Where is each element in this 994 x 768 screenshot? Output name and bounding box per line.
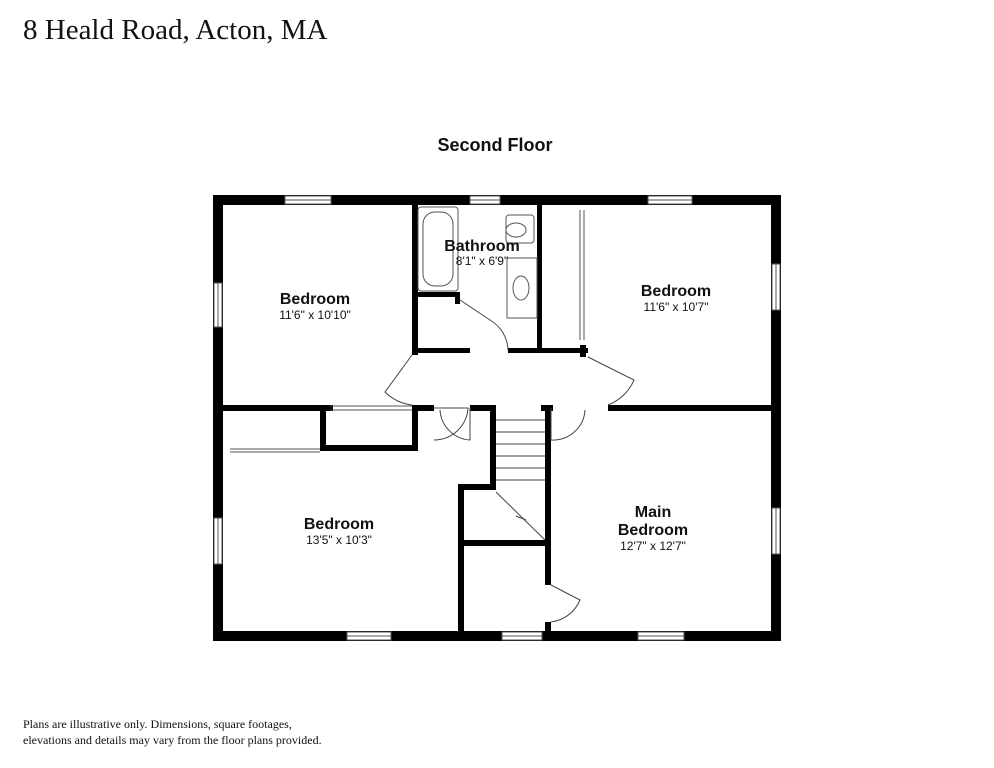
- room-name: Bedroom: [641, 283, 711, 300]
- disclaimer-line: elevations and details may vary from the…: [23, 733, 322, 747]
- interior-walls: [223, 205, 771, 631]
- property-address-title: 8 Heald Road, Acton, MA: [23, 14, 328, 46]
- room-name: Main: [635, 504, 671, 521]
- room-name: Bathroom: [444, 238, 520, 255]
- room-dimensions: 8'1" x 6'9": [456, 254, 508, 268]
- bathroom-fixtures: [417, 206, 538, 319]
- staircase: [495, 419, 546, 541]
- closet-doors: [230, 210, 585, 453]
- room-dimensions: 13'5" x 10'3": [306, 533, 372, 547]
- room-dimensions: 11'6" x 10'10": [279, 308, 351, 322]
- room-labels: Bedroom 11'6" x 10'10" Bathroom 8'1" x 6…: [279, 238, 711, 553]
- room-name: Bedroom: [618, 522, 688, 539]
- disclaimer: Plans are illustrative only. Dimensions,…: [23, 716, 403, 748]
- door-swings: [384, 299, 635, 623]
- disclaimer-line: Plans are illustrative only. Dimensions,…: [23, 717, 292, 731]
- room-dimensions: 12'7" x 12'7": [620, 539, 686, 553]
- room-dimensions: 11'6" x 10'7": [644, 300, 709, 314]
- floor-label: Second Floor: [437, 135, 553, 155]
- room-name: Bedroom: [304, 516, 374, 533]
- room-name: Bedroom: [280, 291, 350, 308]
